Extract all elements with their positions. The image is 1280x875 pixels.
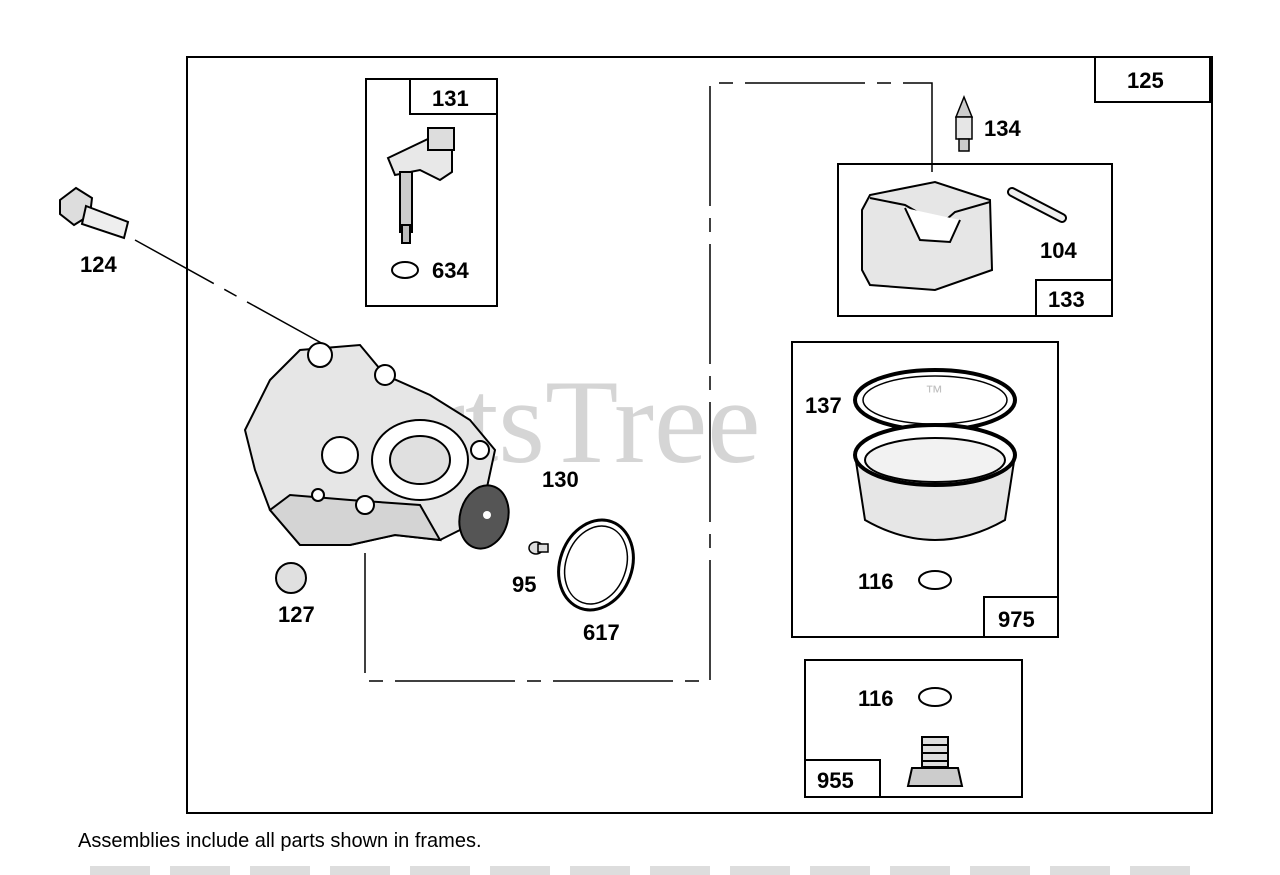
float-bowl [853,423,1017,541]
washer-116a [918,570,952,590]
frame-label-box-125 [1094,56,1211,103]
frame-label-box-955 [804,759,881,798]
part-130: 130 [542,467,579,492]
frame-label-125: 125 [1127,68,1164,93]
frame-955 [804,659,1023,798]
frame-label-133: 133 [1048,287,1085,312]
part-95: 95 [512,572,536,597]
screw-95 [528,541,549,555]
float-part [861,180,994,292]
washer-116b [918,687,952,707]
caption: Assemblies include all parts shown in fr… [78,830,482,852]
frame-label-975: 975 [998,607,1035,632]
part-634: 634 [432,258,469,283]
carburetor-body [243,342,497,546]
gasket-617-inner [563,525,629,605]
frame-975 [791,341,1059,638]
part-127: 127 [278,602,315,627]
frame-label-box-133 [1035,279,1113,317]
part-116b: 116 [858,686,894,711]
frame-label-box-131 [409,78,498,115]
bowl-nut [906,736,964,787]
connector-line [364,82,933,682]
cropped-text-fragment [90,866,1190,875]
frame-label-131: 131 [432,86,469,111]
washer-634 [391,261,419,279]
plug-127 [275,562,307,594]
frame-125 [186,56,1213,814]
bolt-124 [59,186,130,240]
part-137: 137 [805,393,842,418]
gasket-617 [557,518,635,612]
part-104: 104 [1040,238,1077,263]
part-116a: 116 [858,569,894,594]
leader-124 [134,239,326,346]
frame-label-box-975 [983,596,1059,638]
part-134: 134 [984,116,1021,141]
frame-133 [837,163,1113,317]
needle-134 [954,94,974,152]
frame-label-955: 955 [817,768,854,793]
choke-lever-part [386,127,455,244]
diaphragm-hole [483,511,491,519]
watermark-tm: ™ [925,382,943,402]
part-124: 124 [80,252,117,277]
pin-104-fill [1009,189,1065,221]
part-617: 617 [583,620,620,645]
